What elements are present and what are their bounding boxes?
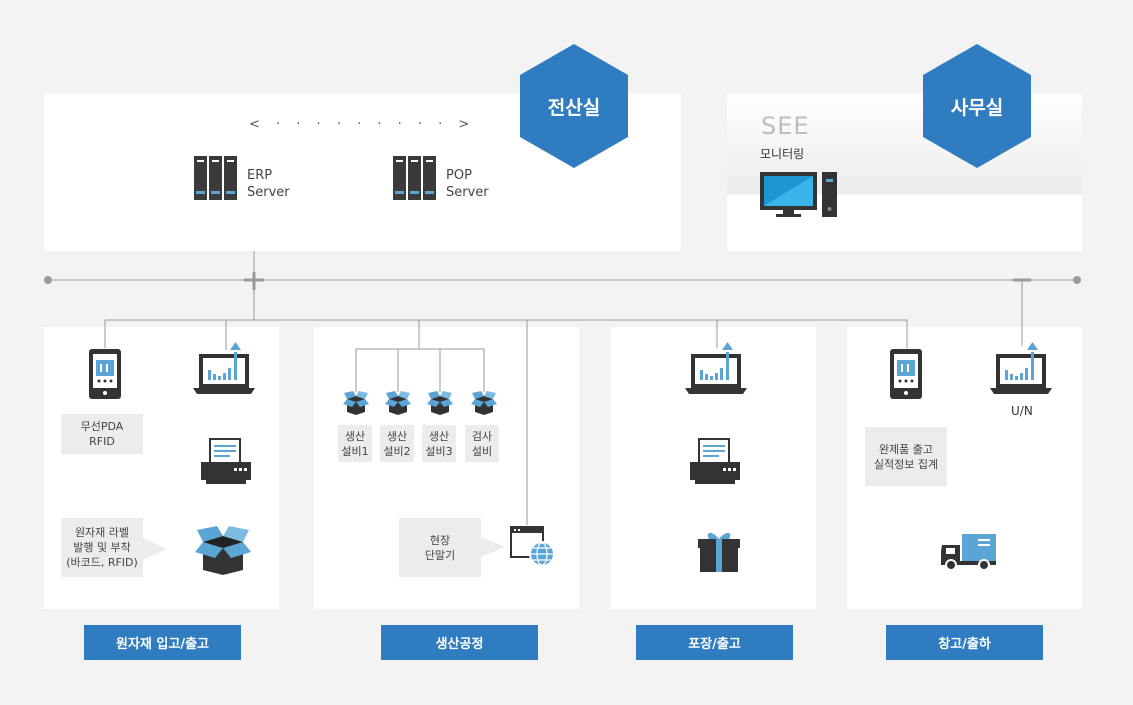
packing-shipping-button[interactable]: 포장/출고 — [636, 625, 793, 660]
equipment-box-icon-4 — [471, 391, 497, 415]
sync-indicator: < · · · · · · · · · > — [249, 117, 476, 132]
equipment-box-icon-1 — [343, 391, 369, 415]
erp-server-label: ERP Server — [247, 168, 290, 200]
warehouse-shipping-button[interactable]: 창고/출하 — [886, 625, 1043, 660]
pop-server-icon — [393, 156, 436, 200]
office-hexagon — [923, 44, 1031, 168]
production-process-button[interactable]: 생산공정 — [381, 625, 538, 660]
tag-arrow-shape-2 — [481, 537, 505, 557]
office-title: 사무실 — [950, 97, 1004, 119]
laptop-chart-icon-packing — [685, 342, 747, 394]
label-printer-icon — [201, 438, 251, 484]
equipment-tag-4: 검사 설비 — [465, 425, 499, 462]
open-box-icon — [195, 526, 251, 575]
it-room-hexagon — [520, 44, 628, 168]
see-logo-text: SEE — [761, 112, 810, 140]
tag-arrow-shape — [143, 538, 167, 560]
pda-icon-warehouse — [890, 349, 922, 399]
shipment-summary-tag: 완제품 출고 실적정보 집계 — [865, 427, 947, 486]
it-room-title: 전산실 — [547, 97, 601, 119]
equipment-box-icon-2 — [385, 391, 411, 415]
equipment-tag-1: 생산 설비1 — [338, 425, 372, 462]
delivery-truck-icon — [941, 534, 996, 571]
pda-icon — [89, 349, 121, 399]
un-label: U/N — [1011, 404, 1033, 418]
pda-rfid-tag: 무선PDA RFID — [61, 414, 143, 454]
gift-box-icon — [698, 532, 740, 572]
equipment-tag-2: 생산 설비2 — [380, 425, 414, 462]
field-terminal-tag: 현장 단말기 — [399, 518, 481, 577]
laptop-chart-icon-warehouse — [990, 342, 1052, 394]
raw-material-button[interactable]: 원자재 입고/출고 — [84, 625, 241, 660]
monitoring-label: 모니터링 — [760, 147, 805, 161]
laptop-chart-icon — [193, 342, 255, 394]
erp-server-icon — [194, 156, 237, 200]
equipment-tag-3: 생산 설비3 — [422, 425, 456, 462]
equipment-box-icon-3 — [427, 391, 453, 415]
web-terminal-icon — [510, 526, 555, 567]
material-label-tag: 원자재 라벨 발행 및 부착 (바코드, RFID) — [61, 518, 143, 577]
desktop-computer-icon — [760, 172, 837, 217]
pop-server-label: POP Server — [446, 168, 489, 200]
printer-icon-packing — [690, 438, 740, 484]
